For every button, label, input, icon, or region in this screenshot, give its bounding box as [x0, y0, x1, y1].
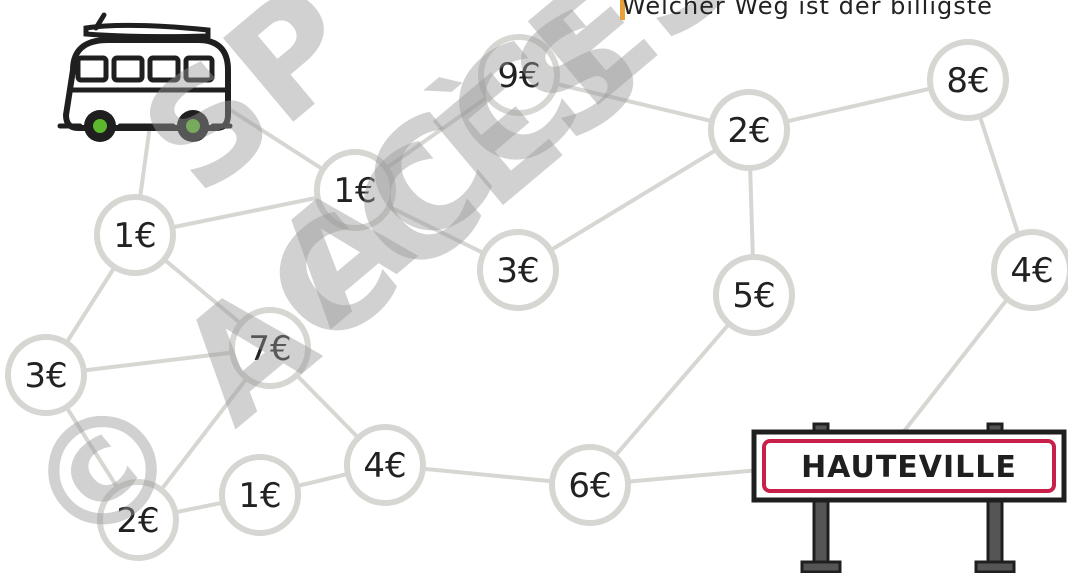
node: 3€	[5, 334, 87, 416]
node-label: 1€	[333, 171, 376, 211]
destination-label: HAUTEVILLE	[801, 450, 1017, 485]
node-label: 2€	[116, 501, 159, 541]
node-label: 6€	[568, 466, 611, 506]
node: 4€	[991, 229, 1068, 311]
node: 4€	[344, 424, 426, 506]
node: 8€	[927, 39, 1009, 121]
node-label: 5€	[732, 276, 775, 316]
node: 1€	[219, 454, 301, 536]
edge	[588, 293, 756, 487]
node-label: 7€	[248, 329, 291, 369]
node: 1€	[314, 149, 396, 231]
node-label: 3€	[24, 356, 67, 396]
node: 2€	[708, 89, 790, 171]
node: 7€	[229, 307, 311, 389]
edge	[516, 128, 751, 272]
question-accent-bar	[620, 0, 625, 20]
node-label: 4€	[1010, 251, 1053, 291]
node: 6€	[549, 444, 631, 526]
node-label: 2€	[727, 111, 770, 151]
node: 1€	[94, 194, 176, 276]
node-label: 4€	[363, 446, 406, 486]
question-text: Welcher Weg ist der billigste	[622, 0, 993, 20]
node: 5€	[713, 254, 795, 336]
node-label: 1€	[238, 476, 281, 516]
node: 9€	[478, 34, 560, 116]
town-sign-icon: HAUTEVILLE	[751, 422, 1067, 573]
node-label: 3€	[496, 251, 539, 291]
node-label: 9€	[497, 56, 540, 96]
camper-van-icon	[57, 12, 233, 142]
node-label: 8€	[946, 61, 989, 101]
node-label: 1€	[113, 216, 156, 256]
node: 2€	[97, 479, 179, 561]
node: 3€	[477, 229, 559, 311]
